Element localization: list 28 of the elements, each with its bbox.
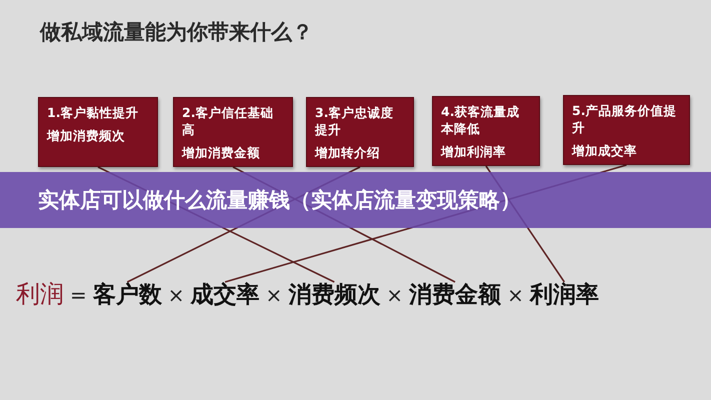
card-text: 3.客户忠诚度提升 — [315, 104, 394, 138]
profit-label: 利润 — [16, 279, 64, 310]
card-text: 1.客户黏性提升 — [47, 104, 140, 121]
slide-title: 做私域流量能为你带来什么？ — [40, 18, 313, 46]
benefit-card — [432, 96, 540, 166]
card-text: 增加消费金额 — [182, 144, 261, 161]
card-text: 2.客户信任基础高 — [182, 104, 274, 138]
card-text: 增加消费频次 — [47, 127, 126, 144]
multiply-sign: × — [168, 283, 185, 307]
card-text: 增加利润率 — [441, 143, 507, 160]
formula-term: 成交率 — [190, 279, 260, 310]
benefit-card — [38, 97, 158, 167]
card-text: 5.产品服务价值提升 — [572, 102, 678, 136]
benefit-card — [563, 95, 690, 165]
card-text: 增加成交率 — [572, 142, 638, 159]
benefit-card — [306, 97, 414, 167]
equals-sign: = — [70, 283, 87, 307]
card-text: 增加转介绍 — [315, 144, 381, 161]
multiply-sign: × — [507, 283, 524, 307]
formula-term: 消费频次 — [288, 279, 380, 310]
formula-term: 利润率 — [530, 279, 599, 310]
formula-term: 消费金额 — [409, 279, 502, 310]
formula-term: 客户数 — [92, 279, 162, 310]
multiply-sign: × — [266, 283, 282, 307]
card-text: 4.获客流量成本降低 — [441, 103, 520, 137]
benefit-card — [173, 97, 293, 167]
multiply-sign: × — [386, 283, 404, 307]
banner-title: 实体店可以做什么流量赚钱（实体店流量变现策略） — [38, 187, 521, 214]
